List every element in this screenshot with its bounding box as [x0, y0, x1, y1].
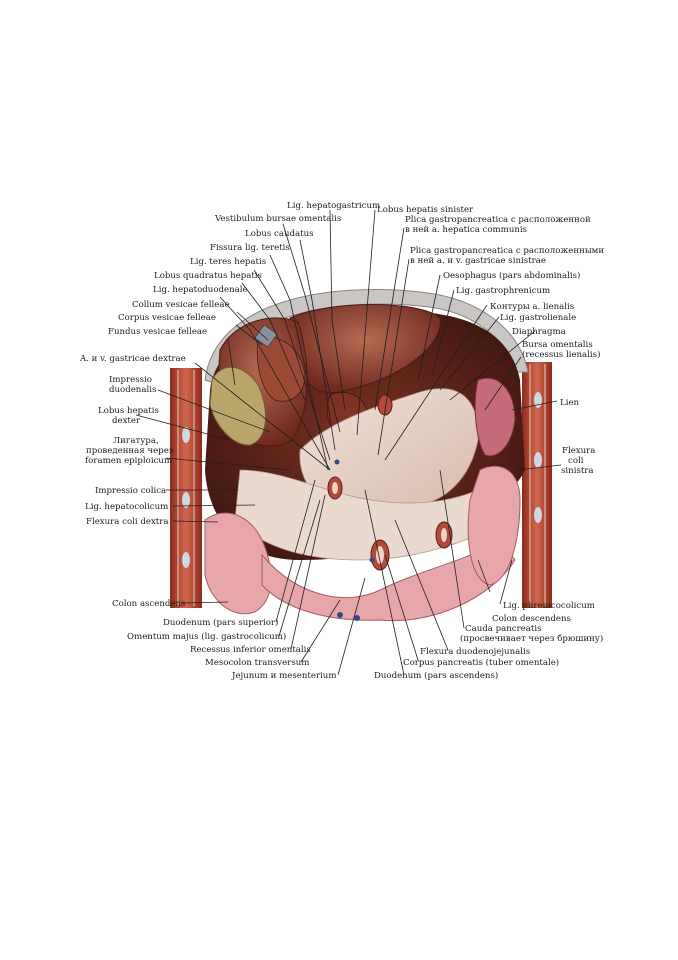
label-ligatura: Лигатура, — [113, 436, 159, 446]
label-colon-descendens: Colon descendens — [492, 614, 571, 624]
label-plica1: Plica gastropancreatica с расположенной — [405, 215, 591, 225]
colon-descendens — [467, 465, 521, 586]
quadrate-lobe — [256, 337, 306, 402]
blue-vessel — [354, 615, 360, 621]
label-lobus-quadratus: Lobus quadratus hepatis — [154, 271, 262, 281]
label-duodenum-ascendens: Duodenum (pars ascendens) — [374, 670, 498, 681]
label-flexura-dextra: Flexura coli dextra — [86, 517, 168, 527]
vessel-oval — [182, 427, 190, 443]
label-lobus-caudatus: Lobus caudatus — [245, 229, 314, 239]
labels: Lig. hepatogastricum Vestibulum bursae o… — [79, 201, 604, 681]
label-recessus-inferior: Recessus inferior omentalis — [190, 645, 311, 655]
label-impressio-duod: Impressio — [109, 375, 152, 385]
gallbladder-duct — [254, 324, 278, 348]
illustration — [170, 289, 552, 622]
label-lobus-dexter: dexter — [112, 416, 141, 426]
label-jejunum: Jejunum и mesenterium — [231, 671, 337, 681]
label-fundus: Fundus vesicae felleae — [108, 327, 207, 337]
label-flexura-sinistra: Flexura — [562, 446, 595, 456]
label-flexura-sinistra: coli — [568, 456, 584, 466]
label-flexura-sinistra: sinistra — [561, 466, 594, 476]
label-lobus-dexter: Lobus hepatis — [98, 406, 159, 416]
left-body-wall — [170, 368, 202, 608]
gallbladder — [209, 366, 267, 446]
blue-vessel — [337, 612, 343, 618]
cut-vessel — [441, 528, 447, 542]
vessel-oval — [182, 552, 190, 568]
label-corpus-vesicae: Corpus vesicae felleae — [118, 313, 216, 323]
label-lig-hepatocolicum: Lig. hepatocolicum — [85, 502, 168, 512]
cut-vessel — [377, 394, 393, 416]
label-lig-hepatoduodenale: Lig. hepatoduodenale — [153, 285, 248, 295]
blue-vessel — [369, 557, 375, 563]
label-kontury: Контуры a. lienalis — [490, 302, 574, 312]
label-lig-gastrophrenicum: Lig. gastrophrenicum — [456, 286, 550, 296]
label-mesocolon: Mesocolon transversum — [205, 658, 309, 668]
label-plica2: Plica gastropancreatica с расположенными — [410, 246, 604, 256]
blue-vessel — [334, 459, 340, 465]
cut-vessel — [332, 482, 338, 494]
label-corpus-pancreatis: Corpus pancreatis (tuber omentale) — [403, 657, 559, 668]
label-fissura: Fissura lig. teretis — [210, 243, 290, 253]
label-ligatura: проведенная через — [86, 446, 174, 456]
label-plica1: в ней a. hepatica communis — [405, 225, 527, 235]
spleen — [474, 377, 516, 457]
leader-lines — [135, 209, 562, 676]
label-impressio-colica: Impressio colica — [95, 486, 166, 496]
label-diaphragma: Diaphragma — [512, 327, 566, 337]
label-vestibulum: Vestibulum bursae omentalis — [214, 214, 341, 224]
label-bursa: Bursa omentalis — [522, 340, 593, 350]
label-ligatura: foramen epiploicum — [85, 456, 172, 466]
label-bursa: (recessus lienalis) — [522, 349, 600, 360]
vessel-oval — [534, 507, 542, 523]
label-lien: Lien — [560, 398, 580, 408]
label-lig-phrenicocolicum: Lig. phrenicocolicum — [503, 601, 595, 611]
label-lig-hepatogastricum: Lig. hepatogastricum — [287, 201, 380, 211]
label-lobus-sinister: Lobus hepatis sinister — [377, 205, 474, 215]
colon-transversum — [261, 539, 516, 622]
label-cauda: (просвечивает через брюшину) — [460, 633, 603, 644]
vessel-oval — [534, 452, 542, 468]
label-lig-teres: Lig. teres hepatis — [190, 257, 266, 267]
label-oesophagus: Oesophagus (pars abdominalis) — [443, 270, 580, 281]
label-duodenum-superior: Duodenum (pars superior) — [163, 617, 278, 628]
vessel-oval — [182, 492, 190, 508]
label-plica2: в ней a. и v. gastricae sinistrae — [410, 256, 546, 266]
label-lig-gastrolienale: Lig. gastrolienale — [500, 313, 576, 323]
label-omentum-majus: Omentum majus (lig. gastrocolicum) — [127, 631, 286, 642]
label-impressio-duod: duodenalis — [109, 385, 156, 395]
label-colon-ascendens: Colon ascendens — [112, 599, 185, 609]
label-cauda: Cauda pancreatis — [465, 624, 542, 634]
label-flexura-duod: Flexura duodenojejunalis — [420, 647, 530, 657]
label-collum: Collum vesicae felleae — [132, 300, 230, 310]
label-a-gastricae: A. и v. gastricae dextrae — [79, 354, 186, 364]
